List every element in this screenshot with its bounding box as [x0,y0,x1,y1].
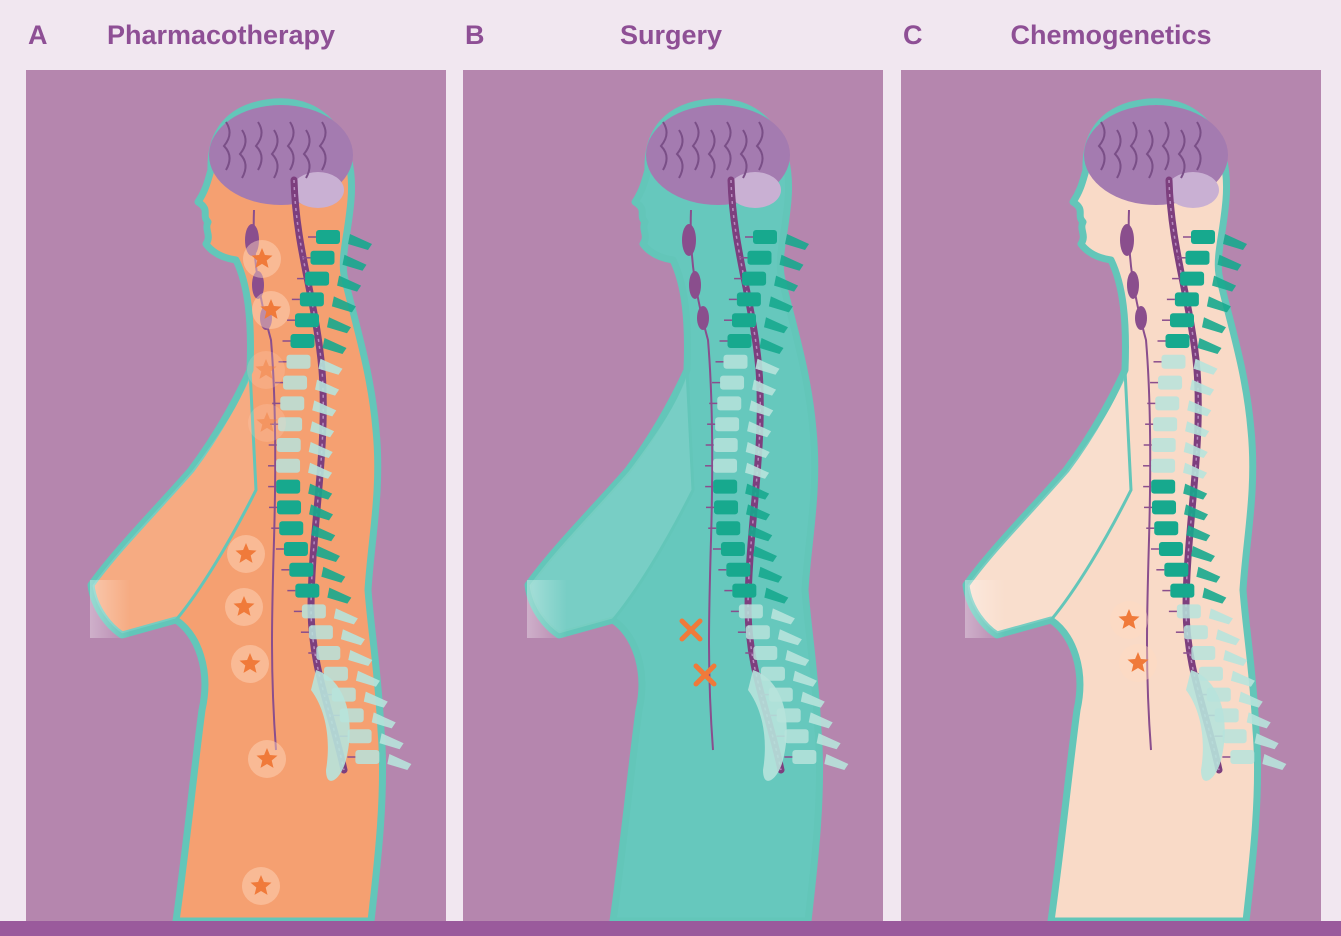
panel-b-vertebra [715,417,739,431]
bottom-bar [0,921,1341,936]
panel-b-vertebra [721,542,745,556]
panel-b-vertebra [732,584,756,598]
panel-a-vertebra [310,251,334,265]
panel-c-illustration [901,70,1321,921]
panel-c-hand-fade [965,580,1005,638]
panel-b-ganglion [682,224,696,256]
panel-b-header: B Surgery [465,0,881,70]
panel-a-vertebra [277,438,301,452]
panel-c-vertebra [1151,459,1175,473]
panel-c-vertebra [1191,230,1215,244]
panel-c-ganglion [1127,271,1139,299]
panel-a-illustration [26,70,446,921]
panel-b-vertebra [714,438,738,452]
panel-b-vertebra [785,729,809,743]
panel-a-vertebra [316,646,340,660]
panel-c-vertebra [1161,355,1185,369]
panel-b-vertebra [714,500,738,514]
panel-c-vertebra [1175,292,1199,306]
panel-a-vertebra [283,376,307,390]
panel-c-vertebra [1158,376,1182,390]
panel-c-ganglion [1120,224,1134,256]
panel-b-cerebellum [729,172,781,208]
panel-a-vertebra [295,313,319,327]
panel-a-vertebra [302,604,326,618]
panel-b-ganglion [697,306,709,330]
panel-c-cerebellum [1167,172,1219,208]
panel-c-vertebra [1166,334,1190,348]
panel-c-vertebra [1230,750,1254,764]
panel-a-vertebra [348,729,372,743]
panel-a-vertebra [305,272,329,286]
panel-b-vertebra [753,230,777,244]
panel-c-vertebra [1184,625,1208,639]
panel-c-vertebra [1223,729,1247,743]
panel-b-vertebra [753,646,777,660]
panel-a-vertebra [277,500,301,514]
panel-b-vertebra [746,625,770,639]
panel-a-vertebra [309,625,333,639]
panel-a-vertebra [300,292,324,306]
panel-b-title: Surgery [463,20,879,51]
panel-b-vertebra [723,355,747,369]
panel-a-vertebra [295,584,319,598]
panel-c-vertebra [1185,251,1209,265]
panel-a-cerebellum [292,172,344,208]
panel-b-vertebra [747,251,771,265]
panel-c-vertebra [1152,438,1176,452]
panel-b-vertebra [728,334,752,348]
panel-c-vertebra [1153,417,1177,431]
panel-a-vertebra [289,563,313,577]
panel-c-ganglion [1135,306,1147,330]
panel-b-vertebra [737,292,761,306]
panel-b-vertebra [717,396,741,410]
panel-c-vertebra [1154,521,1178,535]
panel-a-vertebra [276,459,300,473]
panel-a-vertebra [355,750,379,764]
panel-b-illustration [463,70,883,921]
panel-b-vertebra [739,604,763,618]
panel-c-vertebra [1191,646,1215,660]
panel-b-vertebra [726,563,750,577]
panel-c-title: Chemogenetics [903,20,1319,51]
panel-a-vertebra [316,230,340,244]
panel-a-vertebra [284,542,308,556]
panel-c-vertebra [1180,272,1204,286]
panel-b-vertebra [716,521,740,535]
panel-c-vertebra [1170,584,1194,598]
panel-a-header: A Pharmacotherapy [28,0,444,70]
panel-b-vertebra [792,750,816,764]
panel-c-vertebra [1151,480,1175,494]
panel-b-vertebra [713,459,737,473]
panel-c-vertebra [1152,500,1176,514]
panel-a-vertebra [286,355,310,369]
panel-a-vertebra [276,480,300,494]
panel-c-vertebra [1164,563,1188,577]
panel-c-header: C Chemogenetics [903,0,1319,70]
panel-a-title: Pharmacotherapy [13,20,429,51]
panel-c-vertebra [1159,542,1183,556]
panel-b-vertebra [742,272,766,286]
panel-a-vertebra [291,334,315,348]
panel-b-vertebra [713,480,737,494]
panel-c-vertebra [1170,313,1194,327]
panel-b-hand-fade [527,580,567,638]
panel-a-vertebra [279,521,303,535]
panel-c-vertebra [1155,396,1179,410]
panel-a-hand-fade [90,580,130,638]
panel-b-vertebra [720,376,744,390]
panel-b-ganglion [689,271,701,299]
panel-a-vertebra [280,396,304,410]
panel-b-vertebra [732,313,756,327]
panel-c-vertebra [1177,604,1201,618]
